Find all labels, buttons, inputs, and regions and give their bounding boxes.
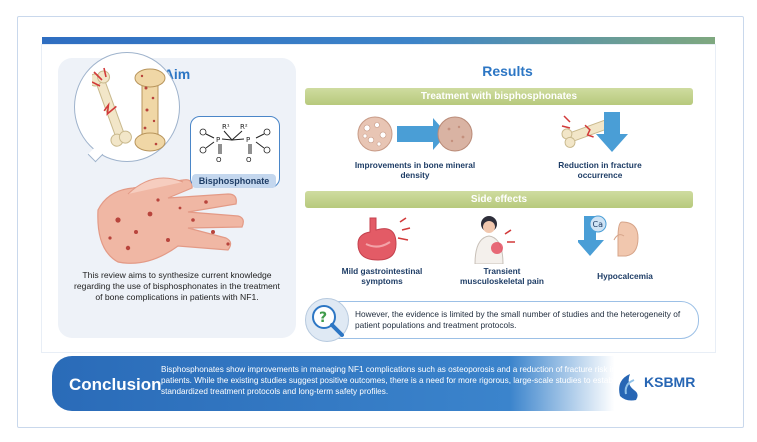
top-accent-bar bbox=[42, 37, 715, 45]
svg-text:R²: R² bbox=[240, 123, 248, 131]
bone-density-label: Improvements in bone mineral density bbox=[354, 160, 476, 180]
svg-text:R¹: R¹ bbox=[222, 123, 230, 131]
ksbmr-logo-icon bbox=[619, 374, 638, 401]
treatment-header: Treatment with bisphosphonates bbox=[305, 88, 693, 105]
svg-text:P: P bbox=[216, 136, 220, 144]
ksbmr-logo-text: KSBMR bbox=[644, 374, 696, 390]
back-pain-icon bbox=[474, 216, 515, 264]
evidence-note-box: ? However, the evidence is limited by th… bbox=[305, 298, 699, 342]
svg-text:?: ? bbox=[319, 310, 327, 326]
stomach-icon bbox=[357, 217, 411, 261]
svg-text:O: O bbox=[216, 156, 222, 164]
gi-label: Mild gastrointestinal symptoms bbox=[341, 266, 423, 286]
calcium-icon: Ca bbox=[578, 215, 639, 257]
fracture-label: Reduction in fracture occurrence bbox=[558, 160, 642, 180]
conclusion-title: Conclusion bbox=[69, 375, 162, 394]
molecule-label: Bisphosphonate bbox=[192, 174, 276, 188]
hand-illustration-icon bbox=[97, 177, 244, 264]
side-effects-header: Side effects bbox=[305, 191, 693, 208]
hypocalcemia-label: Hypocalcemia bbox=[597, 271, 653, 281]
conclusion-banner: Conclusion Bisphosphonates show improvem… bbox=[52, 356, 706, 411]
calcium-ion-label: Ca bbox=[593, 220, 604, 229]
svg-text:O: O bbox=[246, 156, 252, 164]
fractured-bone-icon bbox=[92, 67, 132, 147]
msk-label: Transient musculoskeletal pain bbox=[460, 266, 544, 286]
fracture-reduction-icon bbox=[561, 112, 628, 152]
bone-bubble bbox=[74, 52, 180, 162]
bone-density-icon bbox=[357, 116, 473, 152]
aim-description: This review aims to synthesize current k… bbox=[74, 270, 280, 302]
porous-bone-icon bbox=[134, 68, 166, 152]
evidence-note-text: However, the evidence is limited by the … bbox=[355, 309, 681, 330]
question-magnifier-icon: ? bbox=[305, 298, 349, 342]
svg-text:P: P bbox=[246, 136, 250, 144]
bisphosphonate-molecule-icon: R¹ R² P P O O bbox=[199, 123, 271, 164]
conclusion-text: Bisphosphonates show improvements in man… bbox=[161, 365, 634, 396]
results-title: Results bbox=[482, 63, 533, 79]
